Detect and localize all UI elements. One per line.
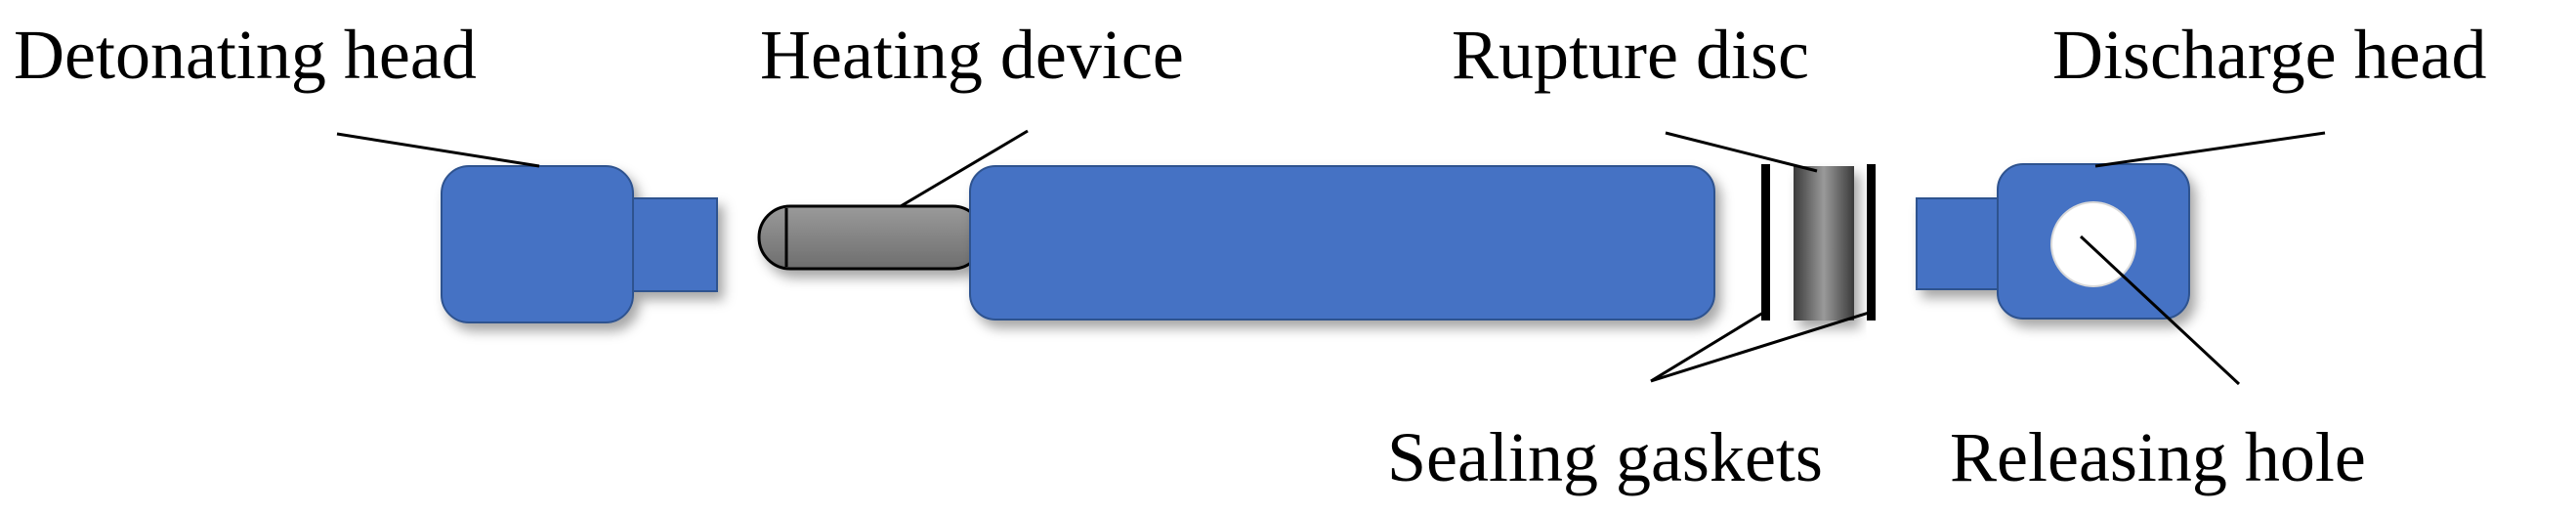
leader-lines: [336, 129, 2326, 386]
leader-sealing-gasket-left: [1650, 311, 1764, 383]
leader-heating-device: [900, 129, 1029, 208]
label-sealing-gaskets: Sealing gaskets: [1387, 418, 1823, 496]
label-discharge-head: Discharge head: [2052, 16, 2486, 94]
leader-rupture-disc: [1665, 131, 1818, 173]
main-body-tube: [969, 165, 1715, 321]
sealing-gaskets: [1761, 164, 1876, 321]
sealing-gasket-left: [1761, 164, 1770, 321]
detonating-head-stem: [632, 197, 718, 292]
leader-detonating-head: [336, 132, 540, 168]
label-heating-device: Heating device: [760, 16, 1184, 94]
rupture-disc: [1794, 166, 1854, 321]
leader-discharge-head: [2094, 131, 2326, 168]
detonating-head-block: [441, 165, 634, 323]
heating-device-rod: [757, 204, 986, 271]
sealing-gasket-right: [1867, 164, 1876, 321]
label-releasing-hole: Releasing hole: [1950, 418, 2366, 496]
leader-sealing-gasket-right: [1650, 311, 1870, 383]
leader-releasing-hole: [2079, 235, 2241, 386]
label-detonating-head: Detonating head: [14, 16, 477, 94]
heating-device: [757, 204, 986, 271]
discharge-head-stem: [1916, 197, 2004, 290]
label-rupture-disc: Rupture disc: [1452, 16, 1809, 94]
detonating-head: [441, 165, 718, 323]
releasing-hole: [2050, 201, 2136, 287]
